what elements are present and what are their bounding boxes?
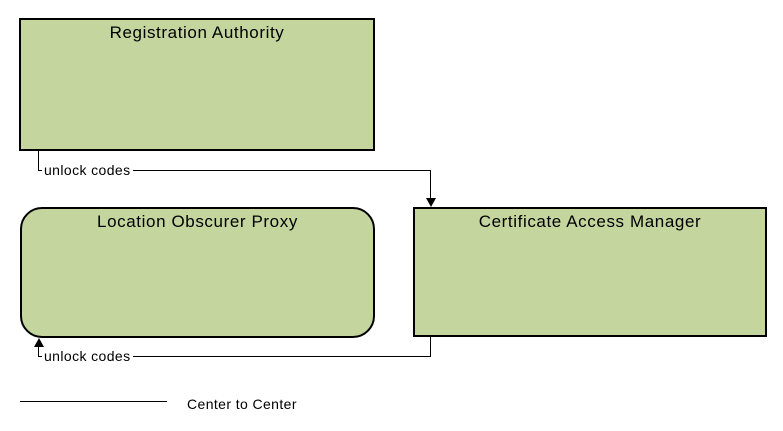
flow-label-unlock-codes-2: unlock codes: [42, 347, 133, 365]
box-registration-authority[interactable]: Registration Authority: [19, 18, 375, 151]
arrowhead-down-icon: [426, 198, 436, 207]
flow-label-unlock-codes-1: unlock codes: [42, 161, 133, 179]
connector-ra-to-cam-segment-into-box: [430, 170, 431, 199]
box-location-obscurer-proxy-label: Location Obscurer Proxy: [97, 212, 298, 231]
legend-line-sample: [20, 401, 167, 402]
connector-ra-to-cam-segment-horizontal: [38, 170, 431, 171]
box-certificate-access-manager[interactable]: Certificate Access Manager: [413, 207, 767, 337]
connector-cam-to-lop-segment-horizontal: [38, 356, 431, 357]
connector-cam-to-lop-segment-into-box: [38, 346, 39, 356]
box-registration-authority-label: Registration Authority: [109, 23, 285, 42]
connector-ra-to-cam-segment-down: [38, 151, 39, 170]
box-location-obscurer-proxy[interactable]: Location Obscurer Proxy: [20, 207, 375, 338]
legend-label-center-to-center: Center to Center: [187, 396, 297, 412]
arrowhead-up-icon: [34, 338, 44, 347]
box-certificate-access-manager-label: Certificate Access Manager: [478, 212, 702, 231]
connector-cam-to-lop-segment-down: [430, 337, 431, 356]
